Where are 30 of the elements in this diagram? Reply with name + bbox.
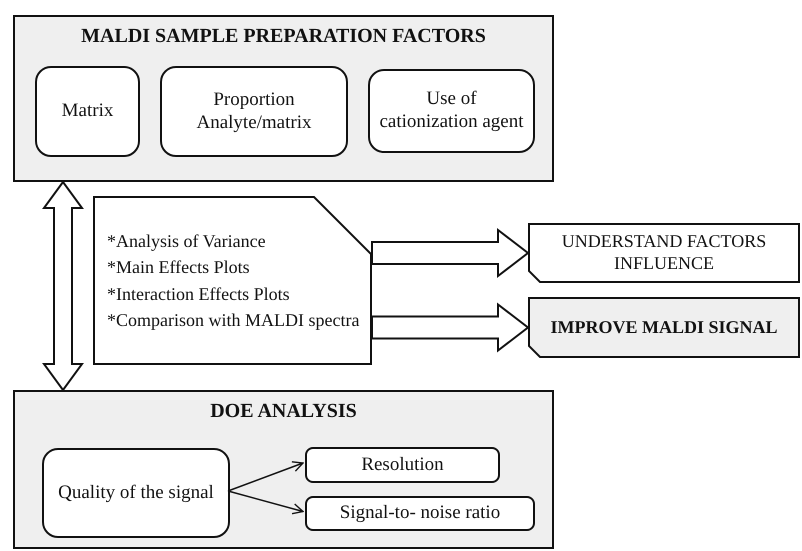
rounded-box	[305, 496, 535, 531]
bullet-item: *Analysis of Variance	[107, 230, 266, 254]
box-label: IMPROVE MALDI SIGNAL	[550, 316, 778, 338]
block-arrow	[42, 180, 84, 392]
bullet-item: *Main Effects Plots	[107, 256, 250, 280]
box-label: Proportion Analyte/matrix	[195, 88, 313, 134]
section-panel	[13, 15, 554, 182]
block-arrow	[371, 228, 530, 278]
section-panel	[13, 390, 554, 549]
box-label: Matrix	[62, 100, 114, 123]
box-label: Quality of the signal	[58, 482, 214, 504]
notched-box	[93, 196, 372, 365]
rounded-box	[305, 447, 500, 483]
rounded-box	[160, 66, 348, 157]
panel-title: DOE ANALYSIS	[210, 400, 357, 423]
rounded-box	[368, 69, 535, 153]
block-arrow	[371, 302, 530, 353]
box-label: Signal-to- noise ratio	[340, 502, 500, 525]
box-label: UNDERSTAND FACTORS INFLUENCE	[560, 231, 768, 275]
arrow	[228, 490, 304, 514]
rounded-box	[35, 66, 140, 157]
rounded-box	[42, 448, 230, 538]
bullet-item: *Interaction Effects Plots	[107, 282, 290, 306]
panel-title: MALDI SAMPLE PREPARATION FACTORS	[81, 25, 486, 48]
box-label: Use of cationization agent	[378, 88, 525, 134]
arrow	[228, 461, 304, 492]
bullet-item: *Comparison with MALDI spectra	[107, 308, 360, 332]
outcome-box	[528, 297, 800, 358]
box-label: Resolution	[361, 454, 444, 476]
outcome-box	[528, 223, 800, 283]
